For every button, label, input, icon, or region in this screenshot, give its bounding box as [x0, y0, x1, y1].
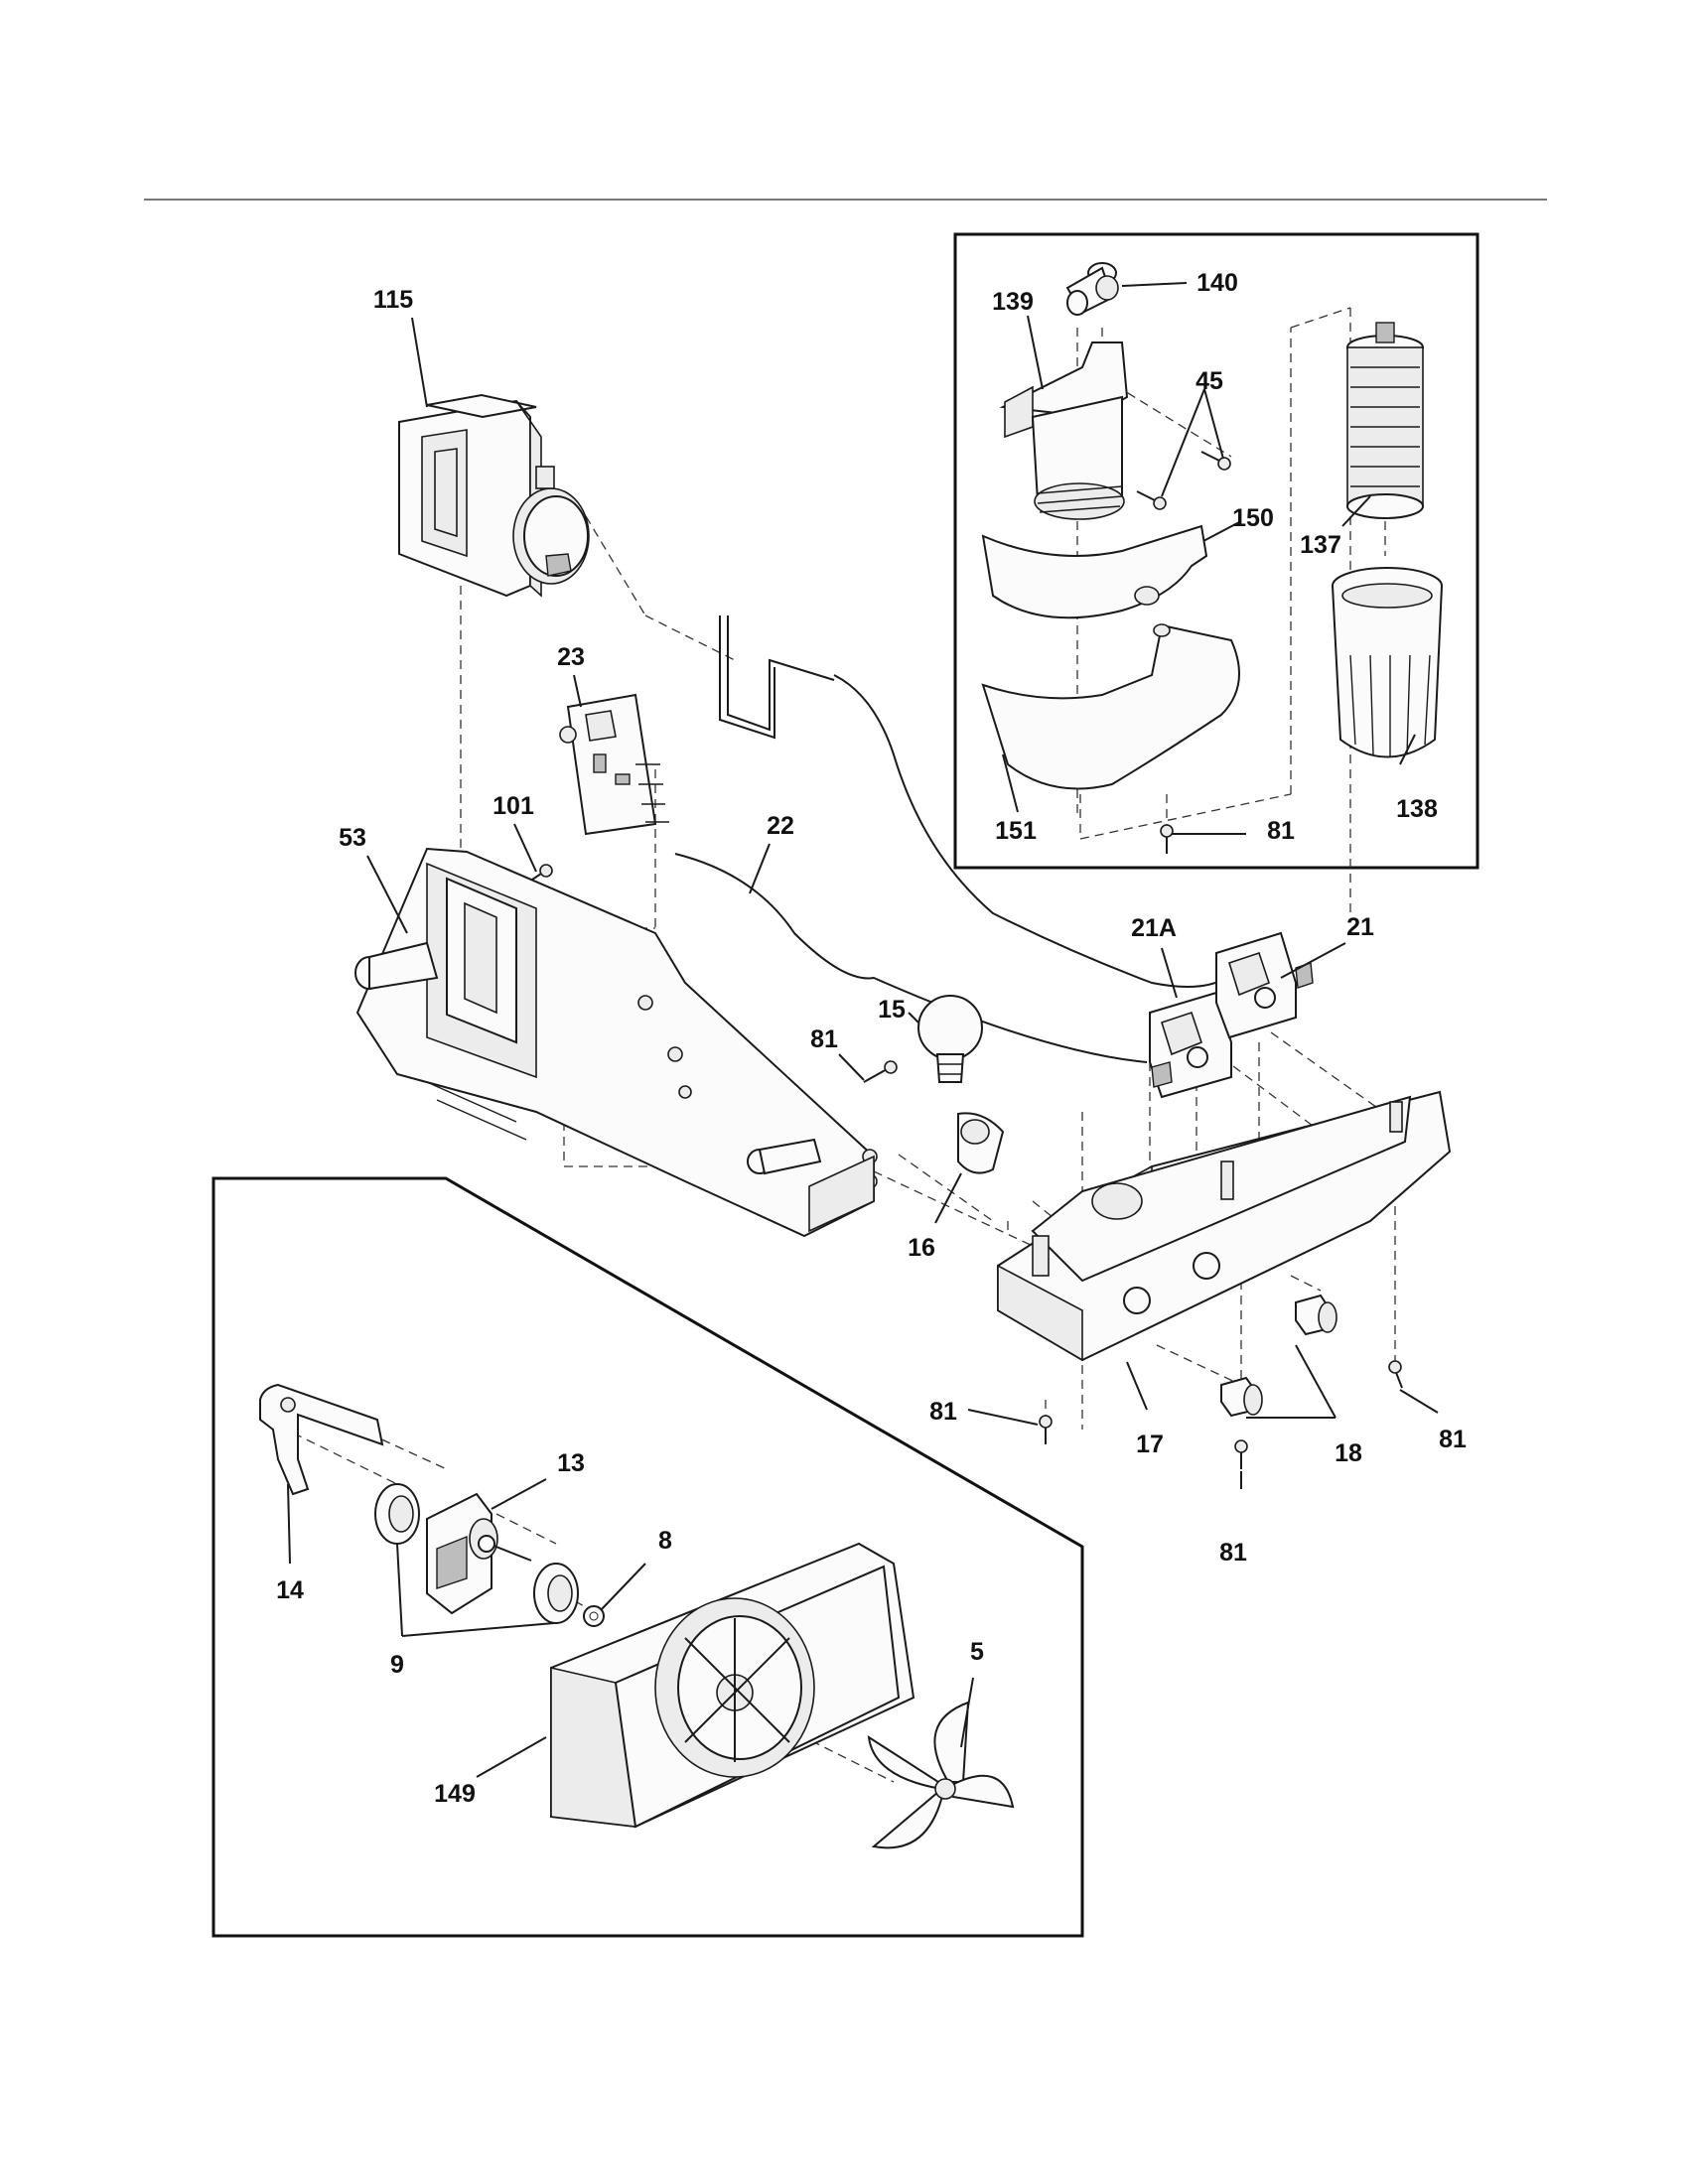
label-137: 137 [1300, 531, 1341, 559]
label-150: 150 [1232, 504, 1274, 532]
label-21: 21 [1346, 913, 1374, 941]
label-14: 14 [276, 1576, 304, 1604]
label-5: 5 [970, 1638, 984, 1666]
part-45-screws [1136, 451, 1231, 510]
part-labels: 115 23 101 53 22 21A 21 15 81 16 17 18 8… [276, 269, 1467, 1808]
part-137-filter-cartridge [1346, 322, 1424, 519]
label-149: 149 [434, 1780, 476, 1808]
part-81-bottom-center-screw [1234, 1439, 1248, 1469]
label-22: 22 [767, 812, 794, 840]
part-115-housing [398, 393, 590, 598]
part-138-filter-bowl [1332, 567, 1443, 758]
part-16-socket [957, 1112, 1005, 1174]
part-139-filter-head [999, 341, 1129, 520]
label-81-bottom-center: 81 [1219, 1539, 1247, 1567]
leader-lines [287, 282, 1439, 1778]
part-149-fan-shroud [550, 1542, 915, 1829]
part-53-bracket [354, 847, 878, 1238]
label-139: 139 [992, 288, 1034, 316]
label-21a: 21A [1131, 914, 1177, 942]
label-16: 16 [908, 1234, 935, 1262]
part-81-inset-screw [1160, 824, 1174, 854]
part-23-control-board [559, 693, 669, 836]
label-81-right: 81 [1439, 1426, 1467, 1453]
label-101: 101 [492, 792, 534, 820]
part-81-right-screw [1388, 1360, 1403, 1389]
part-14-bracket [259, 1383, 384, 1496]
fan-assembly-inset-frame [211, 1176, 1084, 1938]
part-17-housing [997, 1090, 1452, 1362]
part-13-fan-motor [426, 1492, 532, 1615]
part-22-harness [674, 615, 1227, 1063]
label-53: 53 [339, 824, 366, 852]
label-138: 138 [1396, 795, 1438, 823]
part-5-fan-blade [867, 1701, 1015, 1849]
label-23: 23 [557, 643, 585, 671]
label-81-bottom-left: 81 [929, 1398, 957, 1426]
label-81-inset: 81 [1267, 817, 1295, 845]
part-15-bulb [917, 995, 983, 1083]
label-115: 115 [373, 286, 413, 314]
part-21-switch [1215, 931, 1314, 1039]
label-140: 140 [1196, 269, 1238, 297]
part-151-lower-cover [981, 623, 1240, 790]
label-45: 45 [1196, 367, 1223, 395]
part-81-bottom-left-screw [1039, 1415, 1053, 1444]
water-filter-inset-frame [953, 232, 1479, 870]
label-17: 17 [1136, 1431, 1164, 1458]
label-18: 18 [1335, 1439, 1362, 1467]
label-151: 151 [995, 817, 1037, 845]
knob-left [1220, 1376, 1263, 1418]
part-81-center-screw [863, 1060, 898, 1083]
part-18-knobs [1220, 1294, 1337, 1418]
knob-right [1295, 1294, 1337, 1336]
part-140-elbow-fitting [1065, 262, 1119, 316]
label-8: 8 [658, 1527, 672, 1555]
part-8-washer [583, 1605, 605, 1627]
label-81-center: 81 [810, 1025, 838, 1053]
label-15: 15 [878, 996, 906, 1024]
label-13: 13 [557, 1449, 585, 1477]
label-9: 9 [390, 1651, 404, 1679]
part-150-upper-cover [981, 524, 1208, 619]
